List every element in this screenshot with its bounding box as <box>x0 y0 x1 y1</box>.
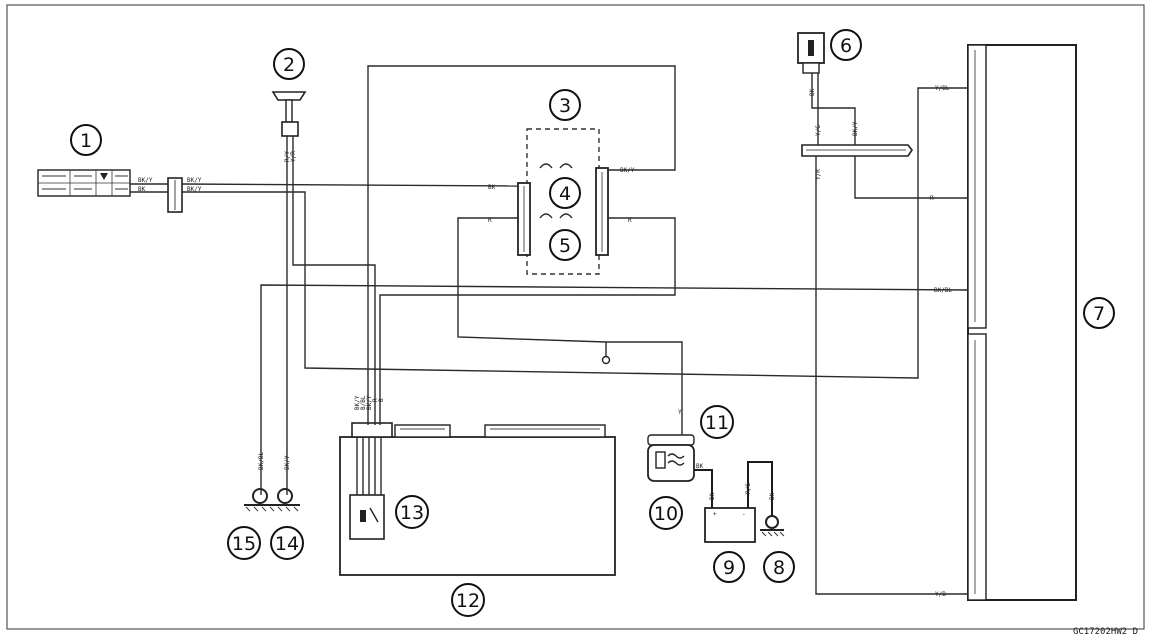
wire-label: B/BL <box>360 395 367 410</box>
wire-label: BK <box>709 492 716 500</box>
wire-label: BK <box>809 88 816 96</box>
wire-label: R <box>628 217 632 224</box>
svg-text:12: 12 <box>456 590 480 612</box>
wire-label: BK/Y <box>284 455 291 470</box>
wire-label: BK <box>138 186 146 193</box>
callout-10: 10 <box>649 496 683 530</box>
wire-label: BK/BL <box>258 452 265 470</box>
svg-text:9: 9 <box>723 557 735 579</box>
component-11-relay <box>647 434 695 482</box>
callout-13: 13 <box>395 495 429 529</box>
figure-reference: GC17202HW2 D <box>1073 627 1138 637</box>
callout-2: 2 <box>273 48 305 80</box>
wire-label: B <box>378 398 385 402</box>
callout-7: 7 <box>1083 297 1115 329</box>
wire-label: BK <box>769 492 776 500</box>
ground-8 <box>760 515 785 537</box>
component-2-sensor <box>271 91 307 137</box>
svg-text:10: 10 <box>654 503 678 525</box>
wire-label: R/Y <box>284 151 291 162</box>
wire-label: BK <box>696 463 704 470</box>
wire-label: R <box>372 398 379 402</box>
svg-text:13: 13 <box>400 502 424 524</box>
callout-15: 15 <box>227 526 261 560</box>
wire-label: R <box>488 217 492 224</box>
callout-8: 8 <box>763 551 795 583</box>
svg-text:5: 5 <box>559 235 571 257</box>
callout-14: 14 <box>270 526 304 560</box>
wire-label: BK <box>488 184 496 191</box>
wire-label: BK/Y <box>354 395 361 410</box>
component-13-switch <box>349 494 385 540</box>
svg-text:11: 11 <box>705 412 729 434</box>
wire-label: Y/R <box>290 151 297 162</box>
callout-9: 9 <box>713 551 745 583</box>
callout-3: 3 <box>549 89 581 121</box>
svg-text:8: 8 <box>773 557 785 579</box>
wires <box>130 65 969 595</box>
wire-labels: BK BK/Y R R Y/BL R BK/BL BK/Y BK/Y BK/Y … <box>138 85 952 598</box>
svg-text:15: 15 <box>232 533 256 555</box>
wire-label: BK/Y <box>138 177 153 184</box>
component-9-battery: + - <box>704 507 756 543</box>
svg-text:+: + <box>713 511 717 518</box>
svg-text:4: 4 <box>559 183 571 205</box>
wire-label: BK/Y <box>187 177 202 184</box>
wire-label: BK/BL <box>934 287 952 294</box>
component-1-switch-module <box>37 169 183 213</box>
svg-text:6: 6 <box>840 35 852 57</box>
wire-label: R/G <box>745 483 752 494</box>
svg-text:1: 1 <box>80 130 92 152</box>
wire-label: Y/R <box>815 169 822 180</box>
svg-text:7: 7 <box>1093 303 1105 325</box>
component-6-connector <box>797 32 825 74</box>
svg-text:-: - <box>742 511 746 518</box>
callout-11: 11 <box>700 405 734 439</box>
svg-text:3: 3 <box>559 95 571 117</box>
svg-text:2: 2 <box>283 54 295 76</box>
callout-1: 1 <box>70 124 102 156</box>
ground-14-15 <box>244 488 300 512</box>
callout-4: 4 <box>549 177 581 209</box>
wire-label: Y/BL <box>935 85 950 92</box>
callout-6: 6 <box>830 29 862 61</box>
callout-5: 5 <box>549 229 581 261</box>
wire-label: R <box>930 195 934 202</box>
component-3-relay-box <box>517 128 609 275</box>
wire-label: BK/Y <box>366 395 373 410</box>
callout-12: 12 <box>451 583 485 617</box>
wire-label: BK/Y <box>852 121 859 136</box>
wire-label: BK/Y <box>620 167 635 174</box>
wire-label: Y/B <box>935 591 946 598</box>
page-border <box>6 4 1145 630</box>
svg-text:14: 14 <box>275 533 299 555</box>
component-12-box <box>339 422 616 576</box>
component-7-unit <box>967 44 1077 601</box>
wire-label: BK/Y <box>187 186 202 193</box>
wire-label: Y/G <box>815 125 822 136</box>
wire-label: Y <box>678 409 682 416</box>
